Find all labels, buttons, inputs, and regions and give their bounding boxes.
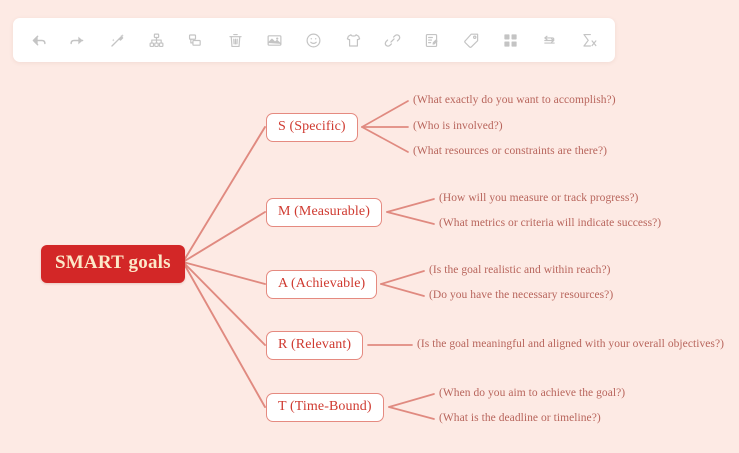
subtopic-icon[interactable] <box>176 20 215 60</box>
leaf-node-time-bound-2[interactable]: (What is the deadline or timeline?) <box>439 412 601 424</box>
note-icon[interactable] <box>412 20 451 60</box>
image-icon[interactable] <box>255 20 294 60</box>
leaf-node-specific-3[interactable]: (What resources or constraints are there… <box>413 145 607 157</box>
undo-icon[interactable] <box>19 20 58 60</box>
formula-icon[interactable] <box>570 20 609 60</box>
branch-node-achievable[interactable]: A (Achievable) <box>266 270 378 299</box>
editor-toolbar <box>13 18 615 62</box>
tag-icon[interactable] <box>452 20 491 60</box>
leaf-node-achievable-1[interactable]: (Is the goal realistic and within reach?… <box>429 264 611 276</box>
branch-node-specific[interactable]: S (Specific) <box>266 113 358 142</box>
trash-icon[interactable] <box>216 20 255 60</box>
leaf-node-specific-2[interactable]: (Who is involved?) <box>413 120 503 132</box>
clipart-icon[interactable] <box>334 20 373 60</box>
emoji-icon[interactable] <box>294 20 333 60</box>
redo-icon[interactable] <box>58 20 97 60</box>
leaf-node-time-bound-1[interactable]: (When do you aim to achieve the goal?) <box>439 387 626 399</box>
leaf-node-measurable-1[interactable]: (How will you measure or track progress?… <box>439 192 639 204</box>
leaf-node-relevant-1[interactable]: (Is the goal meaningful and aligned with… <box>417 338 724 350</box>
grid-icon[interactable] <box>491 20 530 60</box>
leaf-node-achievable-2[interactable]: (Do you have the necessary resources?) <box>429 289 614 301</box>
relationship-icon[interactable] <box>530 20 569 60</box>
branch-node-measurable[interactable]: M (Measurable) <box>266 198 382 227</box>
root-node-smart-goals[interactable]: SMART goals <box>41 245 185 283</box>
hierarchy-icon[interactable] <box>137 20 176 60</box>
magic-wand-icon[interactable] <box>98 20 137 60</box>
branch-node-time-bound[interactable]: T (Time-Bound) <box>266 393 384 422</box>
link-icon[interactable] <box>373 20 412 60</box>
leaf-node-specific-1[interactable]: (What exactly do you want to accomplish?… <box>413 94 616 106</box>
leaf-node-measurable-2[interactable]: (What metrics or criteria will indicate … <box>439 217 662 229</box>
branch-node-relevant[interactable]: R (Relevant) <box>266 331 364 360</box>
